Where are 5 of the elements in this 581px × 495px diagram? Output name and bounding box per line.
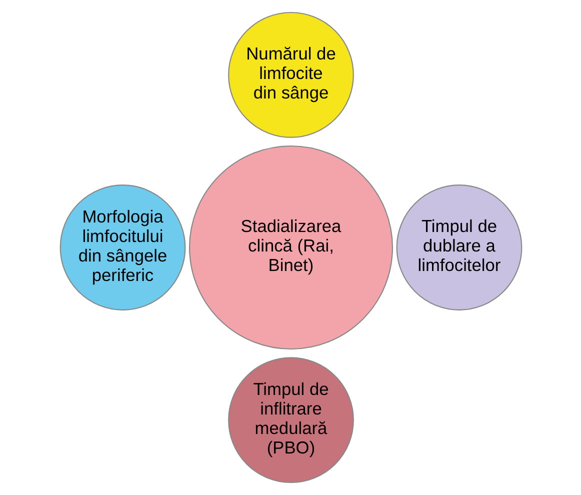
node-circle: Numărul de limfocite din sânge xyxy=(228,12,354,138)
node-circle: Timpul de dublare a limfocitelor xyxy=(396,184,522,310)
node-circle: Timpul de inflitrare medulară (PBO) xyxy=(228,357,354,484)
node-circle: Stadializarea clincă (Rai, Binet) xyxy=(188,145,393,350)
node-circle: Morfologia limfocitului din sângele periferic xyxy=(59,184,186,310)
